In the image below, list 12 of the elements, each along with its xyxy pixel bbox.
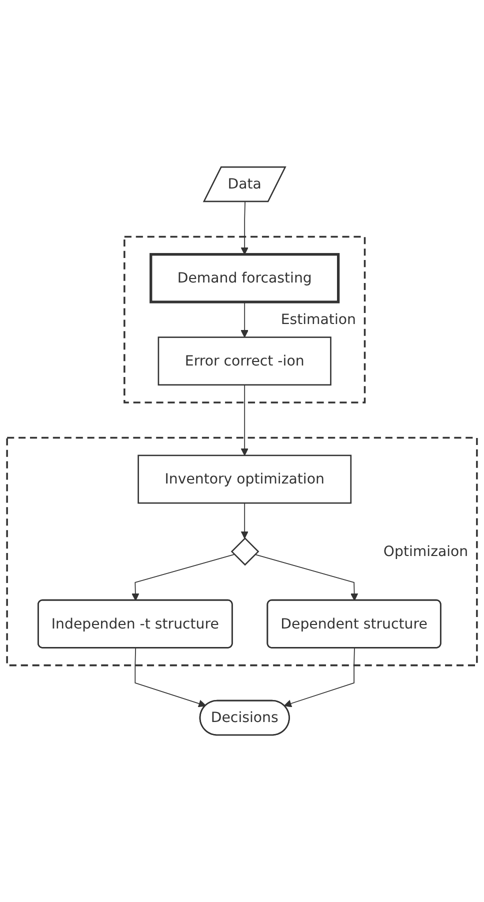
arrow <box>240 201 248 255</box>
arrow <box>240 502 248 539</box>
arrow <box>254 554 358 601</box>
node-diamond <box>230 537 260 566</box>
node-box: Inventory optimization <box>138 454 352 504</box>
arrow <box>240 384 248 456</box>
arrow <box>132 554 235 601</box>
arrow <box>240 302 248 338</box>
arrow <box>284 648 355 708</box>
node-box: Error correct -ion <box>158 336 332 386</box>
node-box: Demand forcasting <box>150 253 340 304</box>
arrow <box>134 648 206 708</box>
